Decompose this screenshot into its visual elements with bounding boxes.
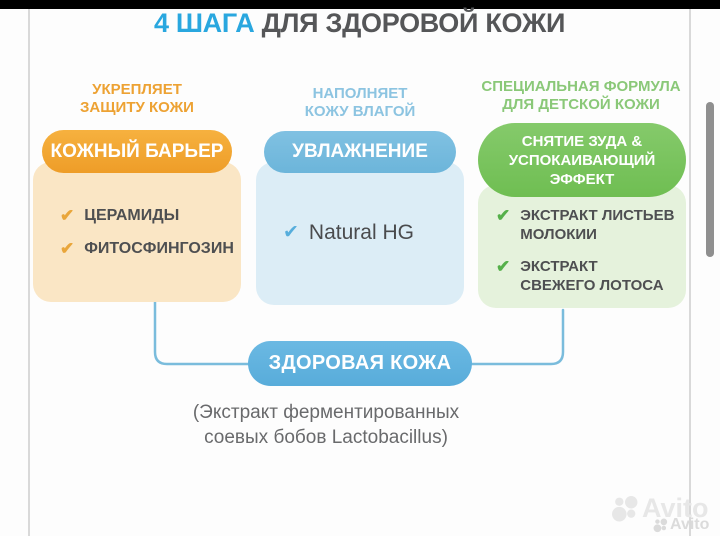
item-label: ЭКСТРАКТ ЛИСТЬЕВ МОЛОКИИ: [520, 207, 675, 243]
scrollbar-thumb[interactable]: [706, 102, 714, 257]
title-rest: ДЛЯ ЗДОРОВОЙ КОЖИ: [254, 8, 566, 38]
item-label: ФИТОСФИНГОЗИН: [84, 240, 234, 257]
item-label: Natural HG: [308, 221, 414, 244]
avito-watermark: Avito: [611, 493, 709, 524]
check-icon: ✔: [496, 257, 511, 276]
column3-header: СПЕЦИАЛЬНАЯ ФОРМУЛА ДЛЯ ДЕТСКОЙ КОЖИ: [481, 78, 681, 113]
list-item: ✔ Natural HG: [283, 221, 414, 245]
watermark-text: Avito: [670, 516, 710, 533]
column1-items: ✔ ЦЕРАМИДЫ ✔ ФИТОСФИНГОЗИН: [60, 206, 234, 258]
list-item: ✔ ЭКСТРАКТ ЛИСТЬЕВ МОЛОКИИ: [496, 206, 674, 244]
column3-items: ✔ ЭКСТРАКТ ЛИСТЬЕВ МОЛОКИИ ✔ ЭКСТРАКТ СВ…: [496, 206, 674, 295]
check-icon: ✔: [60, 206, 75, 225]
avito-logo-icon: [612, 495, 638, 521]
page-left-border: [28, 9, 30, 536]
check-icon: ✔: [283, 222, 299, 243]
column1-box: [33, 162, 241, 302]
column2-header: НАПОЛНЯЕТ КОЖУ ВЛАГОЙ: [304, 85, 416, 120]
page-right-border: [689, 9, 691, 536]
column3-badge: СНЯТИЕ ЗУДА & УСПОКАИВАЮЩИЙ ЭФФЕКТ: [478, 123, 686, 197]
list-item: ✔ ЦЕРАМИДЫ: [60, 206, 234, 225]
list-item: ✔ ЭКСТРАКТ СВЕЖЕГО ЛОТОСА: [496, 257, 674, 295]
avito-watermark-small: Avito: [653, 516, 709, 534]
check-icon: ✔: [496, 206, 511, 225]
column2-box: [256, 162, 464, 305]
item-label: ЭКСТРАКТ СВЕЖЕГО ЛОТОСА: [520, 258, 664, 294]
column3-box: [478, 185, 686, 308]
check-icon: ✔: [60, 239, 75, 258]
item-label: ЦЕРАМИДЫ: [84, 207, 180, 224]
column1-badge: КОЖНЫЙ БАРЬЕР: [42, 130, 232, 173]
footnote: (Экстракт ферментированных соевых бобов …: [192, 402, 460, 448]
result-badge: ЗДОРОВАЯ КОЖА: [248, 341, 472, 386]
top-black-bar: [0, 0, 720, 9]
column2-badge: УВЛАЖНЕНИЕ: [264, 131, 456, 173]
title-highlight: 4 ШАГА: [153, 8, 255, 38]
avito-logo-icon: [653, 518, 668, 532]
column2-items: ✔ Natural HG: [283, 221, 414, 245]
list-item: ✔ ФИТОСФИНГОЗИН: [60, 239, 234, 258]
column1-header: УКРЕПЛЯЕТ ЗАЩИТУ КОЖИ: [80, 81, 194, 116]
watermark-text: Avito: [642, 493, 709, 523]
page-title: 4 ШАГА ДЛЯ ЗДОРОВОЙ КОЖИ: [29, 8, 690, 39]
